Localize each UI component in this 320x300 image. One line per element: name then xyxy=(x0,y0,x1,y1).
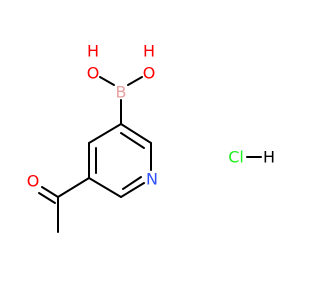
carbonyl-o-label: O xyxy=(27,172,40,191)
molecule-structure-diagram: B O H O H O N Cl H xyxy=(27,42,275,233)
bond-c3-c4 xyxy=(88,123,122,144)
bond-b-o-left xyxy=(99,76,115,86)
bond-carbonyl-o xyxy=(41,186,59,198)
bond-carbonyl-o-double xyxy=(38,192,56,204)
hydroxyl-right-h-label: H xyxy=(143,42,155,61)
bond-c5-c6 xyxy=(88,177,122,198)
bond-c2-c3 xyxy=(120,123,152,144)
bond-c6-n-inner xyxy=(122,176,142,190)
hydroxyl-left-o-label: O xyxy=(87,64,100,83)
bond-group xyxy=(38,76,262,233)
bond-c6-n xyxy=(120,182,145,198)
bond-c2-c3-inner xyxy=(120,132,145,149)
bond-b-o-right xyxy=(127,76,143,86)
chlorine-label: Cl xyxy=(228,148,244,167)
ring-n-label: N xyxy=(146,170,158,189)
boron-atom-label: B xyxy=(116,83,127,102)
hydroxyl-right-o-label: O xyxy=(143,64,156,83)
hydrogen-label: H xyxy=(263,148,275,167)
bond-c5-carbonyl xyxy=(57,177,90,198)
hydroxyl-left-h-label: H xyxy=(87,42,99,61)
